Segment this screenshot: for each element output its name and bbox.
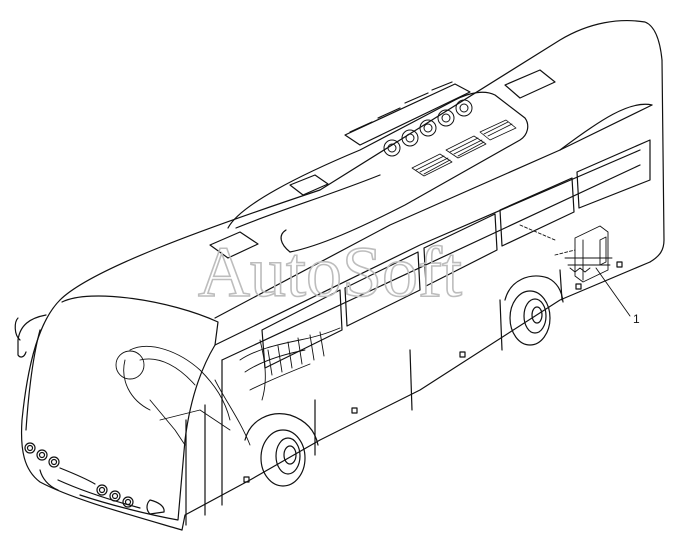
front-wheel <box>244 413 319 487</box>
roof-grilles <box>411 119 517 177</box>
callout-label-1: 1 <box>633 312 640 326</box>
mirror-left <box>14 314 47 358</box>
roof-vents <box>383 99 473 157</box>
roof-hatches <box>209 69 556 259</box>
side-windows <box>261 139 651 369</box>
front-door <box>185 359 223 526</box>
callout-leader-1 <box>595 267 631 317</box>
front-wiring-harness <box>115 327 341 446</box>
roof-ac-unit <box>227 81 529 253</box>
rear-equipment-assembly <box>519 224 613 283</box>
windshield <box>25 295 219 521</box>
bus-body <box>20 20 665 531</box>
rear-wheel <box>504 275 564 346</box>
luggage-doors <box>243 261 623 483</box>
front-grille <box>39 467 165 515</box>
